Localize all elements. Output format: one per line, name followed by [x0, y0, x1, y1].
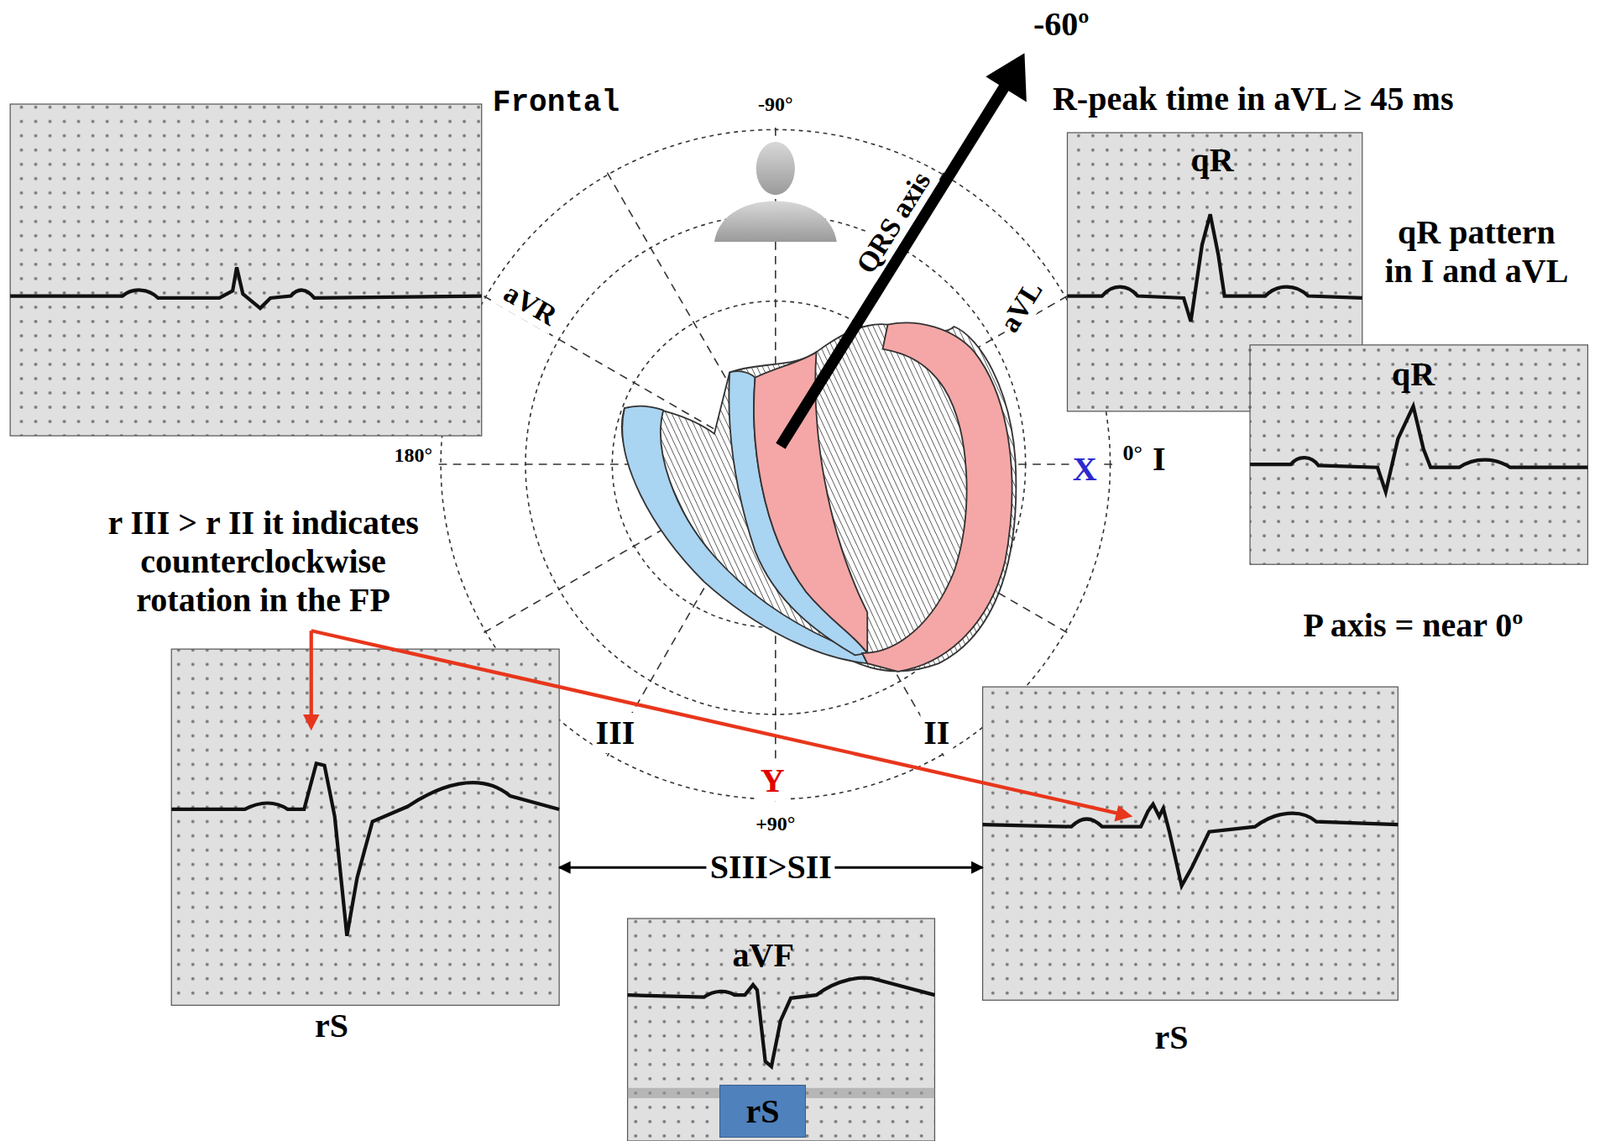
ecg-panel-avr: [10, 104, 482, 436]
ecg-panel-lead-iii: [171, 648, 560, 1005]
annotation-label: X: [1069, 449, 1101, 490]
lead-pattern-text: aVF: [732, 935, 795, 975]
ecg-panel-avf: [627, 918, 936, 1141]
annotation-label: P axis = near 0º: [1303, 606, 1524, 645]
ecg-panel: qR: [1066, 132, 1362, 412]
edge-label: SIII>SII: [706, 847, 836, 888]
annotation-label: II: [920, 712, 953, 753]
annotation-label: qR pattern in I and aVL: [1381, 213, 1571, 291]
annotation-label: Frontal: [492, 85, 620, 121]
annotation-label: +90°: [752, 811, 799, 837]
head-icon: [714, 141, 837, 242]
annotation-label: 180°: [390, 444, 436, 470]
ecg-panel-lead-ii: [983, 686, 1399, 1000]
ecg-panel: rS: [983, 686, 1399, 1000]
annotation-label: III: [592, 712, 639, 753]
annotation-label: aVR: [495, 273, 567, 335]
pattern-box: rS: [719, 1084, 806, 1138]
annotation-label: 0°: [1123, 440, 1143, 466]
lead-pattern-text: rS: [314, 1006, 349, 1046]
ecg-panel-avl: [1249, 345, 1588, 565]
annotation-label: -90°: [754, 92, 797, 118]
annotation-label: -60º: [1033, 5, 1090, 44]
callout-leaders: [303, 630, 1133, 821]
ecg-panel: aVF rS: [627, 918, 936, 1141]
qrs-axis-arrow: [780, 52, 1027, 446]
annotation-label: r III > r II it indicates counterclockwi…: [95, 503, 432, 620]
annotation-label: Y: [757, 760, 789, 801]
annotation-label: QRS axis: [846, 162, 940, 283]
annotation-label: I: [1152, 439, 1167, 479]
lead-pattern-text: qR: [1391, 355, 1435, 394]
ecg-panel: rS: [171, 648, 560, 1005]
lead-pattern-text: rS: [1154, 1018, 1188, 1057]
ecg-panel: qR: [1249, 345, 1588, 565]
annotation-label: R-peak time in aVL ≥ 45 ms: [1052, 79, 1454, 119]
annotation-label: aVL: [989, 271, 1051, 341]
lead-pattern-text: qR: [1191, 141, 1234, 180]
lead-pattern-text: rS: [746, 1092, 780, 1131]
